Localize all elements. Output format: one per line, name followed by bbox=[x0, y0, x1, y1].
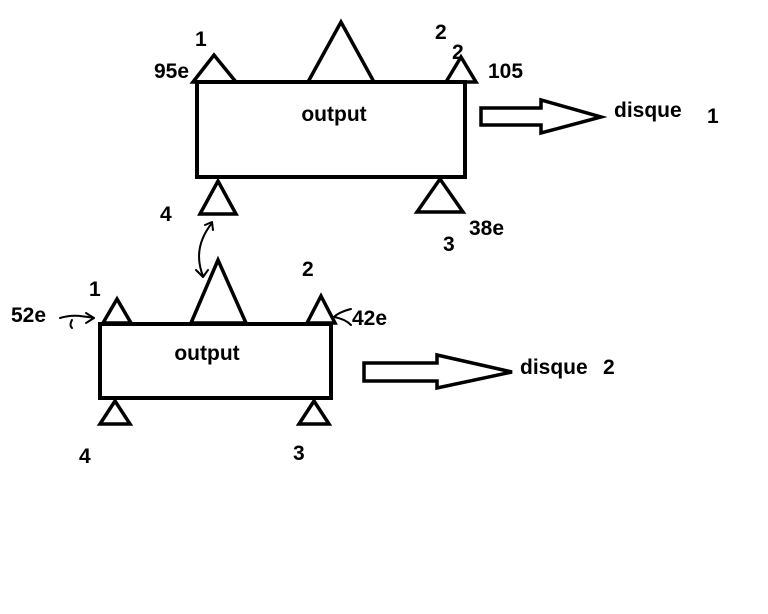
upper-pin2-number-a: 2 bbox=[435, 21, 447, 44]
lower-destination-label: disque bbox=[520, 356, 588, 379]
upper-pin2-number-b: 2 bbox=[452, 41, 464, 64]
lower-block: output 1 52e 2 42e 4 3 disque 2 bbox=[11, 255, 615, 468]
upper-pin1-value: 95e bbox=[154, 60, 189, 83]
lower-pin2-triangle bbox=[304, 292, 338, 325]
lower-destination-number: 2 bbox=[603, 356, 615, 379]
input-squiggle-42e bbox=[333, 308, 352, 326]
lower-pin1-triangle bbox=[99, 295, 135, 325]
upper-pin4-number: 4 bbox=[160, 203, 172, 226]
upper-pin4-triangle bbox=[197, 177, 239, 216]
upper-pin2-value: 105 bbox=[488, 60, 523, 83]
upper-pin1-triangle bbox=[189, 52, 240, 84]
upper-output-arrow bbox=[479, 97, 608, 136]
upper-pin1-number: 1 bbox=[195, 28, 207, 51]
lower-pin3-triangle bbox=[295, 397, 333, 426]
upper-output-box bbox=[195, 80, 467, 179]
upper-destination-label: disque bbox=[614, 99, 682, 122]
upper-destination-number: 1 bbox=[707, 105, 719, 128]
upper-center-triangle bbox=[305, 18, 377, 84]
lower-pin2-number: 2 bbox=[302, 258, 314, 281]
lower-pin3-number: 3 bbox=[293, 442, 305, 465]
upper-block: output 1 95e 2 2 105 4 3 38e disque 1 bbox=[154, 18, 719, 256]
lower-output-label: output bbox=[174, 342, 239, 365]
lower-pin4-triangle bbox=[96, 397, 134, 426]
lower-center-triangle bbox=[188, 255, 249, 325]
lower-output-arrow bbox=[362, 352, 513, 391]
lower-pin4-number: 4 bbox=[79, 445, 91, 468]
upper-pin3-triangle bbox=[413, 175, 467, 214]
lower-pin2-value: 42e bbox=[352, 307, 387, 330]
upper-output-label: output bbox=[301, 103, 366, 126]
upper-pin3-number: 3 bbox=[443, 233, 455, 256]
lower-output-box bbox=[98, 322, 333, 400]
lower-pin1-number: 1 bbox=[89, 278, 101, 301]
lower-pin1-value: 52e bbox=[11, 304, 46, 327]
connector-arrow bbox=[195, 221, 214, 278]
upper-pin3-value: 38e bbox=[469, 217, 504, 240]
input-arrow-52e bbox=[59, 312, 95, 329]
